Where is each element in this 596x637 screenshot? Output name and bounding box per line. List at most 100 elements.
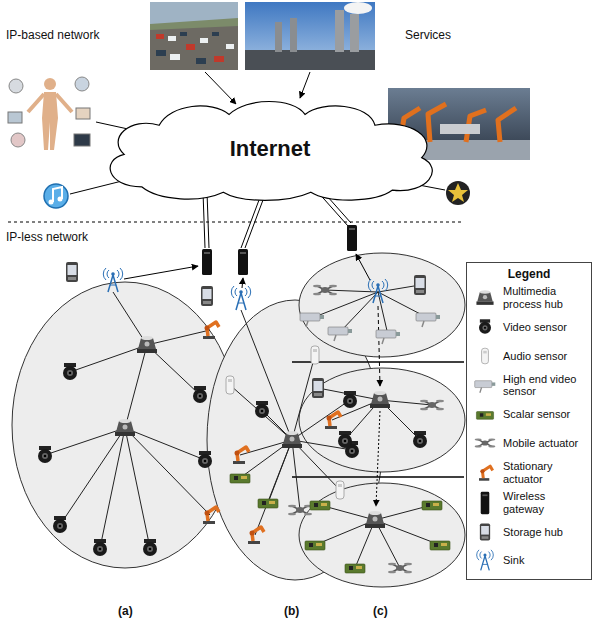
traffic-photo <box>150 2 238 70</box>
storage-hub <box>66 262 78 282</box>
stationary-actuator <box>203 322 219 339</box>
legend-label: Scalar sensor <box>503 408 570 421</box>
audio-sensor-icon <box>472 344 498 368</box>
chimney <box>290 18 297 52</box>
video-sensor-icon <box>479 320 491 335</box>
section-label: IP-less network <box>6 230 88 244</box>
legend-label: Audio sensor <box>503 350 567 363</box>
legend-label: Sink <box>503 554 524 567</box>
multimedia-hub <box>137 336 157 353</box>
sink-icon <box>477 550 494 571</box>
scalar-sensor-icon <box>476 411 493 419</box>
chimney <box>275 22 282 52</box>
video-sensor <box>38 446 52 463</box>
legend-label: Mobile actuator <box>503 437 578 450</box>
photo-sky <box>245 2 375 70</box>
legend-item: High end video sensor <box>472 373 586 398</box>
head <box>44 78 56 90</box>
scalar-sensor <box>430 541 450 550</box>
body-collage <box>8 77 90 150</box>
stationary-actuator <box>203 507 219 524</box>
scalar-sensor-icon <box>472 403 498 427</box>
plant-building <box>245 50 375 70</box>
legend-list: Multimedia process hubVideo sensorAudio … <box>472 283 586 575</box>
wireless-gateway <box>347 225 357 251</box>
photo-ground <box>150 2 238 70</box>
legend-item: Scalar sensor <box>472 403 586 427</box>
legend-title: Legend <box>472 267 586 281</box>
section-label: IP-based network <box>6 28 99 42</box>
legend-box: LegendMultimedia process hubVideo sensor… <box>466 262 592 580</box>
section-label: Services <box>405 28 451 42</box>
gateway-icon <box>472 491 498 515</box>
cluster-links <box>45 285 440 568</box>
mobile-actuator-icon <box>475 439 496 448</box>
sink <box>103 268 122 292</box>
legend-item: Multimedia process hub <box>472 285 586 310</box>
stationary-actuator-icon <box>479 466 493 481</box>
sink <box>231 286 250 310</box>
wireless-gateway <box>238 249 248 275</box>
cluster-a-devices <box>38 249 219 556</box>
video-sensor <box>255 401 269 418</box>
stationary-actuator <box>248 527 264 544</box>
legend-label: High end video sensor <box>503 373 586 398</box>
mobile-actuator-icon <box>472 431 498 455</box>
cars <box>156 34 224 62</box>
legend-label: Stationary actuator <box>503 460 586 485</box>
audio-sensor <box>311 346 319 364</box>
high-end-video-sensor <box>376 330 400 344</box>
mobile-actuator <box>288 505 312 516</box>
legend-label: Wireless gateway <box>503 490 586 515</box>
video-sensor <box>198 451 212 468</box>
panel-label: (c) <box>373 604 388 618</box>
stationary-actuator <box>233 447 249 464</box>
legend-item: Storage hub <box>472 520 586 544</box>
cluster-b-devices <box>201 249 359 544</box>
high-end-video-sensor <box>416 313 440 327</box>
video-sensor <box>93 539 107 556</box>
stationary-actuator-icon <box>472 461 498 485</box>
cars <box>156 32 219 64</box>
mobile-actuator <box>388 563 412 574</box>
video-sensor <box>63 363 77 380</box>
car-body <box>440 124 480 134</box>
storage-hub-icon <box>472 520 498 544</box>
cars <box>168 36 234 60</box>
body <box>42 92 58 150</box>
audio-sensor-icon <box>482 348 489 363</box>
arms <box>28 94 72 112</box>
star-icon <box>446 181 470 205</box>
legend-item: Stationary actuator <box>472 460 586 485</box>
high-end-video-icon <box>475 381 496 393</box>
wireless-gateway <box>202 249 212 275</box>
video-sensor <box>193 386 207 403</box>
audio-sensor <box>336 481 344 499</box>
panel-label: (b) <box>284 604 299 618</box>
multimedia-hub <box>282 431 302 448</box>
scalar-sensor <box>305 541 325 550</box>
video-sensor <box>343 391 357 408</box>
multimedia-hub-icon <box>472 286 498 310</box>
high-end-video-icon <box>472 373 498 397</box>
legend-item: Video sensor <box>472 315 586 339</box>
multimedia-hub <box>365 511 385 528</box>
uplink-arrows <box>124 254 380 506</box>
legend-label: Video sensor <box>503 321 567 334</box>
photo-trees <box>150 18 238 30</box>
storage-hub-icon <box>480 523 490 540</box>
panel-label: (a) <box>118 604 133 618</box>
audio-sensor <box>226 376 234 394</box>
mobile-actuator <box>313 285 337 296</box>
power-plant-photo <box>245 2 375 70</box>
multimedia-hub-icon <box>476 290 493 305</box>
scalar-sensor <box>258 499 278 508</box>
sink <box>368 279 387 303</box>
legend-label: Multimedia process hub <box>503 285 586 310</box>
sink-icon <box>472 549 498 573</box>
multimedia-hub <box>370 391 390 408</box>
mobile-actuator <box>420 400 444 411</box>
internet-cloud: Internet <box>95 95 445 203</box>
medical-icons <box>8 77 90 147</box>
scalar-sensor <box>422 501 442 510</box>
